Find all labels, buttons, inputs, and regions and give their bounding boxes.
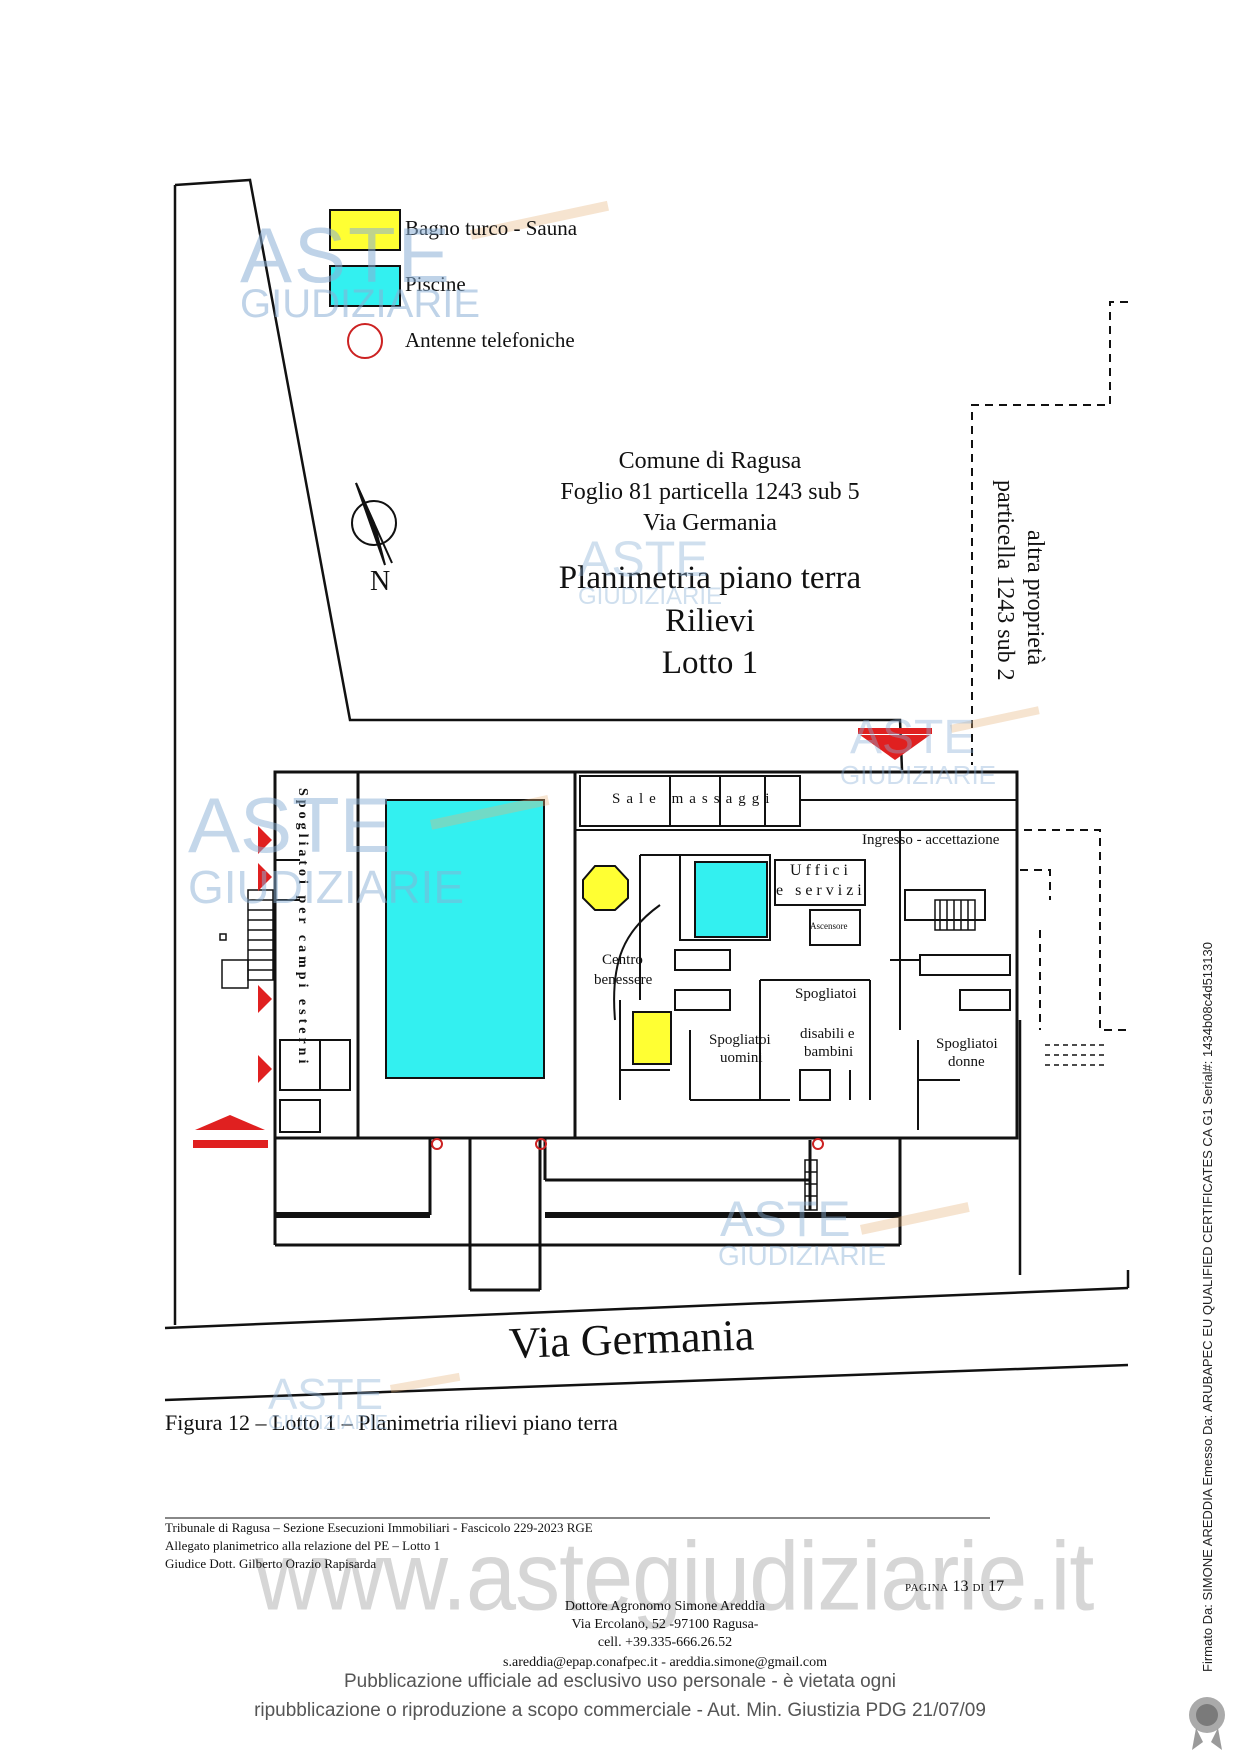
watermark-site: www.astegiudiziarie.it (255, 1523, 1094, 1632)
watermark-brand-top: ASTE (720, 1191, 851, 1247)
plan-title-comune: Comune di Ragusa (618, 448, 802, 474)
publication-notice-1: Pubblicazione ufficiale ad esclusivo uso… (343, 1671, 897, 1692)
plan-title-via: Via Germania (643, 510, 777, 536)
compass-label: N (370, 566, 391, 597)
watermark-brand-bottom: GIUDIZIARIE (840, 760, 997, 790)
room-uffici-2: e servizi (776, 882, 866, 899)
room-ingresso: Ingresso - accettazione (862, 832, 1000, 848)
room-spog-disabili-1: Spogliatoi (795, 986, 857, 1002)
watermark-brand-top: ASTE (578, 531, 709, 587)
watermark-brand-bottom: GIUDIZIARIE (718, 1240, 887, 1271)
room-spog-donne-1: Spogliatoi (936, 1036, 998, 1052)
room-centro-1: Centro (602, 952, 643, 968)
plan-title-foglio: Foglio 81 particella 1243 sub 5 (560, 479, 860, 505)
contact-email: s.areddia@epap.conafpec.it - areddia.sim… (503, 1655, 827, 1670)
room-ascensore: Ascensore (810, 921, 848, 931)
access-arrow (258, 863, 272, 891)
plan-title-lotto: Lotto 1 (661, 645, 759, 681)
room-spog-disabili-3: bambini (804, 1044, 854, 1060)
watermark-brand-bottom: GIUDIZIARIE (240, 282, 481, 326)
antenna-3 (812, 1138, 824, 1150)
footer-line-2: Allegato planimetrico alla relazione del… (165, 1538, 441, 1553)
antenna-1 (431, 1138, 443, 1150)
publication-notice-2: ripubblicazione o riproduzione a scopo c… (254, 1700, 986, 1721)
room-sale-massaggi: Sale massaggi (612, 791, 776, 807)
small-pool (694, 861, 768, 938)
watermark-brand-top: ASTE (850, 711, 976, 764)
neighbor-line-2: particella 1243 sub 2 (992, 480, 1018, 681)
footer-line-3: Giudice Dott. Gilberto Orazio Rapisarda (165, 1556, 377, 1571)
main-pool (385, 799, 545, 1079)
north-compass (351, 482, 397, 566)
legend-label-piscine: Piscine (405, 272, 466, 296)
neighbor-line-1: altra proprietà (1022, 530, 1048, 666)
building-outline (273, 770, 1019, 1140)
sauna (632, 1011, 672, 1065)
room-centro-2: benessere (594, 972, 653, 988)
room-spog-disabili-2: disabili e (800, 1026, 855, 1042)
watermark-brand-top: ASTE (268, 1370, 383, 1419)
figure-caption: Figura 12 – Lotto 1 – Planimetria riliev… (165, 1410, 618, 1435)
legend-swatch-antenna (347, 323, 383, 359)
room-spog-uomini-2: uomini (720, 1050, 763, 1066)
watermark-brand-bottom: GIUDIZIARIE (188, 861, 465, 913)
room-uffici-1: Uffici (790, 862, 852, 879)
page-number: PAGINA 13 DI 17 (905, 1578, 1005, 1595)
watermark-brand-bottom: GIUDIZIARIE (268, 1412, 389, 1434)
access-arrow (860, 735, 930, 760)
contact-phone: cell. +39.335-666.26.52 (597, 1635, 733, 1650)
neighbor-boundary (971, 301, 1128, 765)
plan-title-rilievi: Rilievi (665, 603, 755, 639)
access-arrow (258, 1055, 272, 1083)
contact-name: Dottore Agronomo Simone Areddia (564, 1599, 766, 1614)
signature-seal (1189, 1697, 1225, 1750)
legend-swatch-piscine (329, 265, 401, 307)
watermark-brand-top: ASTE (188, 781, 392, 869)
access-arrow (258, 826, 272, 854)
plan-title-planimetria: Planimetria piano terra (558, 560, 862, 596)
footer-line-1: Tribunale di Ragusa – Sezione Esecuzioni… (165, 1520, 593, 1535)
access-arrow (258, 985, 272, 1013)
legend-swatch-sauna (329, 209, 401, 251)
bagno-turco (582, 865, 629, 911)
watermark-brand-bottom: GIUDIZIARIE (578, 583, 723, 610)
room-spog-uomini-1: Spogliatoi (709, 1032, 771, 1048)
legend-label-sauna: Bagno turco - Sauna (405, 216, 578, 240)
room-spog-donne-2: donne (948, 1054, 985, 1070)
legend-label-antenne: Antenne telefoniche (405, 328, 575, 352)
watermark-brand-top: ASTE (240, 211, 452, 299)
antenna-2 (535, 1138, 547, 1150)
access-arrow (195, 1115, 265, 1130)
contact-address: Via Ercolano, 52 -97100 Ragusa- (571, 1617, 759, 1632)
street-label: Via Germania (508, 1310, 755, 1368)
